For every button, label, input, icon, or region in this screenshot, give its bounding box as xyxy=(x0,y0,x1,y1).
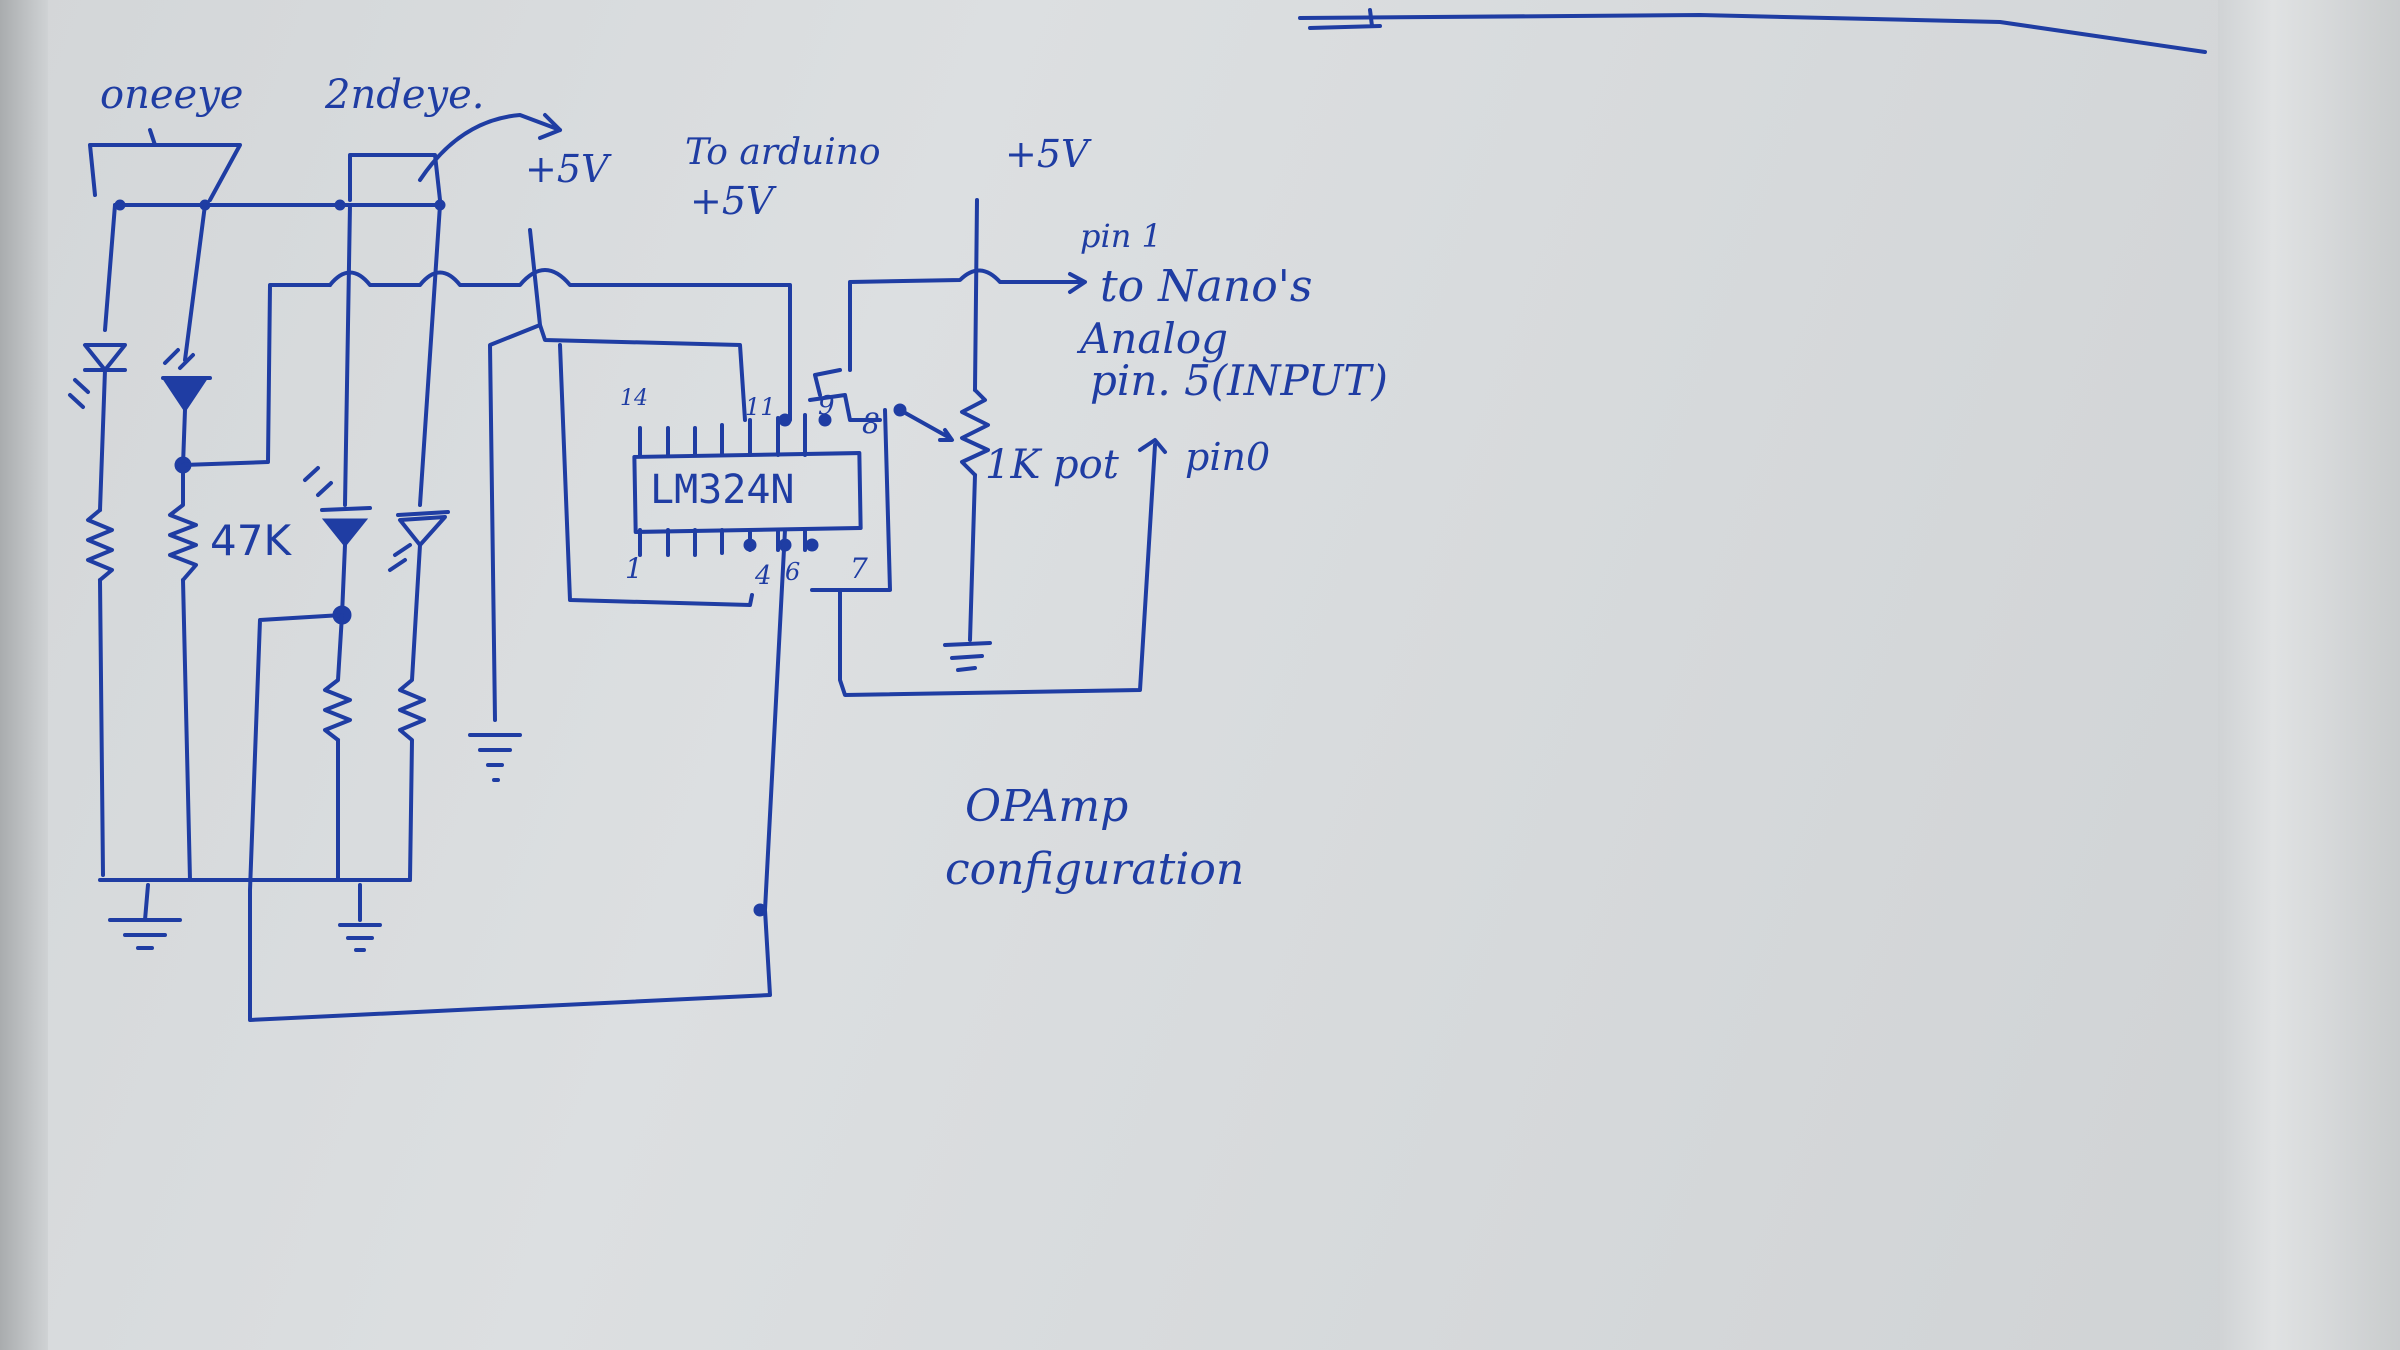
wire xyxy=(343,203,352,507)
stray-pen-mark xyxy=(1308,8,1382,30)
second-eye-bracket xyxy=(348,153,442,202)
photodiode-symbol xyxy=(396,510,450,547)
stray-pen-line xyxy=(1298,13,2207,54)
ic-pin-14-label: 14 xyxy=(620,386,648,411)
one-eye-tick xyxy=(148,128,157,147)
pin1-wire xyxy=(848,268,1082,372)
ic-pin-4-label: 4 xyxy=(755,561,772,591)
plus5v-arduino-label: +5V xyxy=(690,179,774,223)
pot-wiper xyxy=(898,408,954,442)
ground-symbol xyxy=(338,883,382,952)
led-symbol xyxy=(321,518,369,548)
pin9-wire xyxy=(808,393,882,422)
pin-dot xyxy=(778,413,792,427)
junction-dot xyxy=(114,199,126,211)
ic-pin-6-label: 6 xyxy=(785,558,801,586)
wire xyxy=(418,203,442,507)
resistor-zigzag xyxy=(86,508,114,582)
ic-pin-8-label: 8 xyxy=(862,407,880,440)
junction-dot xyxy=(753,903,767,917)
ground-symbol xyxy=(943,641,992,672)
wire xyxy=(181,578,192,882)
pin-input-label: pin. 5(INPUT) xyxy=(1090,356,1388,405)
to-nano-label: to Nano's xyxy=(1100,261,1313,312)
light-arrows xyxy=(388,543,412,572)
plus5v-left-label: +5V xyxy=(525,147,609,191)
page-edge-left xyxy=(0,0,48,1350)
photodiode-symbol xyxy=(83,343,127,372)
light-arrows xyxy=(68,378,90,409)
signal-wire-hops xyxy=(328,268,792,422)
title-line2: configuration xyxy=(945,844,1245,895)
page-edge-right xyxy=(2218,0,2400,1350)
pot-label: 1K pot xyxy=(985,442,1119,488)
pin0-arrow xyxy=(1138,438,1167,454)
led-bar xyxy=(161,348,212,380)
second-eye-arrowhead xyxy=(538,113,562,140)
resistor-47k xyxy=(168,463,198,582)
plus5v-right-label: +5V xyxy=(1005,132,1089,176)
analog-label: Analog xyxy=(1080,314,1229,363)
pot-zigzag xyxy=(960,388,990,477)
junction-dot xyxy=(334,199,346,211)
ic-pins-top xyxy=(638,413,807,457)
pin-dot xyxy=(818,413,832,427)
junction-dot xyxy=(893,403,907,417)
ic-pin-1-label: 1 xyxy=(625,552,643,585)
ic-name-label: LM324N xyxy=(650,467,795,513)
pin0-wire xyxy=(838,443,1157,697)
pin-dot xyxy=(805,538,819,552)
second-eye-arrow xyxy=(418,113,562,182)
one-eye-bracket xyxy=(88,143,242,202)
led-symbol xyxy=(162,378,208,413)
title-line1: OPAmp xyxy=(965,781,1129,832)
wire xyxy=(538,323,747,422)
wire xyxy=(98,368,107,512)
ic-pin-11-label: 11 xyxy=(745,393,776,421)
one-eye-label: oneeye xyxy=(100,72,244,118)
wire xyxy=(558,343,754,607)
wire xyxy=(103,203,117,332)
ic-pin-7-label: 7 xyxy=(850,552,868,585)
led-bar xyxy=(303,466,372,512)
wire xyxy=(183,203,207,362)
pin0-label: pin0 xyxy=(1185,435,1271,479)
to-arduino-label: To arduino xyxy=(685,132,881,173)
pot-supply-wire xyxy=(973,198,979,392)
ground-symbol xyxy=(468,733,522,782)
resistor-zigzag xyxy=(323,613,352,742)
wire xyxy=(968,473,977,642)
pin8-wire xyxy=(813,368,842,397)
wire xyxy=(181,408,187,467)
wire xyxy=(340,543,347,617)
feedback-loop-wire xyxy=(248,528,787,1022)
supply-wire xyxy=(488,228,542,722)
pin1-label: pin 1 xyxy=(1080,217,1162,255)
pin1-arrow xyxy=(1068,272,1087,294)
wire xyxy=(181,283,332,467)
pin-dot xyxy=(778,538,792,552)
pin-dot xyxy=(743,538,757,552)
wire xyxy=(98,578,105,877)
second-eye-label: 2ndeye. xyxy=(325,72,485,118)
ground-symbol xyxy=(108,883,182,950)
ic-pin-9-label: 9 xyxy=(818,391,835,421)
resistor-47k-label: 47K xyxy=(210,516,291,565)
resistor-zigzag xyxy=(398,543,426,882)
wire xyxy=(248,613,344,892)
